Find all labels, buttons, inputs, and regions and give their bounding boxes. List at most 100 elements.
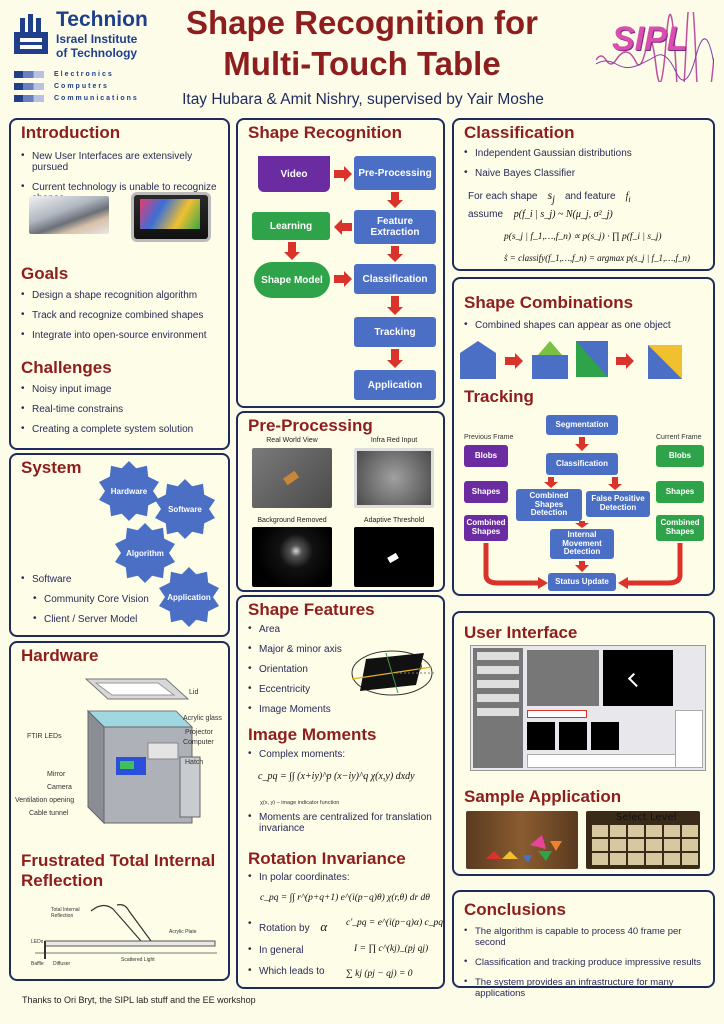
sipl-logo: SIPL — [596, 12, 714, 82]
track-blobs-left: Blobs — [464, 445, 508, 467]
list-item: Area — [248, 623, 358, 635]
technion-emblem-icon — [12, 14, 50, 56]
classification-panel: Classification Independent Gaussian dist… — [452, 118, 715, 271]
classification-title: Classification — [464, 123, 575, 142]
list-item: New User Interfaces are extensively purs… — [21, 150, 226, 173]
challenges-list: Noisy input image Real-time constrains C… — [21, 383, 226, 444]
image-real-world — [252, 448, 332, 508]
ftir-label-leds: LEDs — [31, 939, 44, 945]
features-list: Area Major & minor axis Orientation Ecce… — [248, 623, 358, 724]
preprocessing-title: Pre-Processing — [248, 416, 373, 435]
track-internal-movement: Internal Movement Detection — [550, 529, 614, 559]
intro-panel: Introduction New User Interfaces are ext… — [9, 118, 230, 450]
hardware-title: Hardware — [21, 646, 99, 665]
list-item: Software — [21, 573, 171, 585]
classification-line-2: assume p(f_i | s_j) ~ N(μ_j, σ²_j) — [468, 209, 613, 220]
list-item: Major & minor axis — [248, 643, 358, 655]
list-item: Track and recognize combined shapes — [21, 309, 226, 321]
track-blobs-right: Blobs — [656, 445, 704, 467]
hardware-panel: Hardware Lid Acrylic glass Projector Com… — [9, 641, 230, 981]
sample-app-title: Sample Application — [464, 787, 622, 806]
hw-label-mirror: Mirror — [47, 771, 66, 778]
hw-label-lid: Lid — [189, 689, 199, 696]
dept-computers: Computers — [54, 82, 109, 90]
flow-shape-model: Shape Model — [254, 262, 330, 298]
list-item: Classification and tracking produce impr… — [464, 956, 714, 968]
classification-argmax: ŝ = classify(f_1,…,f_n) = argmax p(s_j |… — [504, 253, 691, 263]
hw-label-ftir-leds: FTIR LEDs — [27, 733, 62, 740]
track-false-positive: False Positive Detection — [586, 491, 650, 517]
caption-infra-red: Infra Red Input — [370, 437, 418, 444]
hw-label-camera: Camera — [47, 784, 72, 791]
track-classification: Classification — [546, 453, 618, 475]
goals-title: Goals — [21, 264, 69, 283]
track-shapes-left: Shapes — [464, 481, 508, 503]
ftir-label-baffle: Baffle — [31, 961, 44, 967]
title-line-1: Shape Recognition for — [185, 4, 538, 41]
technion-name: Technion — [56, 8, 148, 31]
tracking-curr-label: Current Frame — [656, 434, 702, 441]
list-item: In general — [248, 944, 338, 956]
list-item: In polar coordinates: — [248, 871, 438, 883]
dept-communications: Communications — [54, 94, 139, 102]
gear-hardware: Hardware — [99, 461, 159, 521]
title-line-2: Multi-Touch Table — [223, 45, 501, 82]
list-item: Noisy input image — [21, 383, 226, 395]
shape-features-panel: Shape Features Area Major & minor axis O… — [236, 595, 445, 989]
touch-photo-table — [131, 192, 211, 242]
ftir-label-acrylic: Acrylic Plate — [169, 929, 197, 935]
tracking-title: Tracking — [464, 387, 534, 406]
finger-touch-icon — [35, 904, 217, 959]
hw-label-acrylic: Acrylic glass — [183, 715, 222, 722]
hw-label-hatch: Hatch — [185, 759, 204, 766]
list-item: Rotation by α — [248, 918, 338, 935]
combinations-list: Combined shapes can appear as one object — [464, 319, 709, 340]
list-item: Design a shape recognition algorithm — [21, 289, 226, 301]
technion-sub1: Israel Institute — [56, 32, 138, 46]
track-shapes-right: Shapes — [656, 481, 704, 503]
track-segmentation: Segmentation — [546, 415, 618, 435]
list-item: Complex moments: — [248, 748, 438, 760]
combinations-title: Shape Combinations — [464, 293, 634, 312]
table-structure-icon — [84, 678, 201, 825]
list-item: Which leads to — [248, 965, 338, 977]
system-title: System — [21, 458, 82, 477]
flow-video: Video — [258, 156, 330, 192]
combinations-panel: Shape Combinations Combined shapes can a… — [452, 277, 715, 596]
list-item: Naive Bayes Classifier — [464, 167, 709, 179]
flow-application: Application — [354, 370, 436, 400]
tracking-prev-label: Previous Frame — [464, 434, 514, 441]
ftir-label-scattered: Scattered Light — [121, 957, 155, 963]
list-item: Image Moments — [248, 703, 358, 715]
track-combined-detection: Combined Shapes Detection — [516, 489, 582, 521]
shape-recognition-panel: Shape Recognition Video Pre-Processing L… — [236, 118, 445, 408]
thanks-note: Thanks to Ori Bryt, the SIPL lab stuff a… — [22, 995, 256, 1005]
hardware-diagram — [16, 671, 226, 841]
classification-bayes: p(s_j | f_1,…,f_n) ∝ p(s_j) · ∏ p(f_i | … — [504, 232, 662, 242]
theta-label: θ — [418, 663, 422, 672]
technion-sub2: of Technology — [56, 46, 138, 60]
gear-software: Software — [155, 479, 215, 539]
shape-features-title: Shape Features — [248, 600, 375, 619]
moments-list-2: Moments are centralized for translation … — [248, 811, 438, 843]
track-status-update: Status Update — [548, 573, 616, 591]
image-moments-title: Image Moments — [248, 725, 377, 744]
hw-label-computer: Computer — [183, 739, 214, 746]
flow-preprocessing: Pre-Processing — [354, 156, 436, 190]
ellipse-shape-diagram: θ — [346, 645, 438, 701]
touch-photo-hands — [29, 196, 109, 234]
rotation-title: Rotation Invariance — [248, 849, 406, 868]
shape-recognition-title: Shape Recognition — [248, 123, 402, 142]
ui-screenshot — [470, 645, 706, 771]
list-item: Orientation — [248, 663, 358, 675]
caption-threshold: Adaptive Threshold — [363, 517, 425, 524]
ftir-diagram: Total Internal Reflection Acrylic Plate … — [31, 901, 221, 971]
rotation-formula-2: c′_pq = e^(i(p−q)α) c_pq — [346, 918, 443, 928]
technion-logo: Technion Israel Institute of Technology — [12, 8, 152, 68]
preprocessing-panel: Pre-Processing Real World View Infra Red… — [236, 411, 445, 592]
image-adaptive-threshold — [354, 527, 434, 587]
sample-app-screen-1 — [466, 811, 578, 869]
ftir-title: Frustrated Total Internal Reflection — [21, 851, 216, 890]
department-list: Electronics Computers Communications — [14, 68, 139, 104]
combined-shapes-icon — [460, 341, 682, 379]
